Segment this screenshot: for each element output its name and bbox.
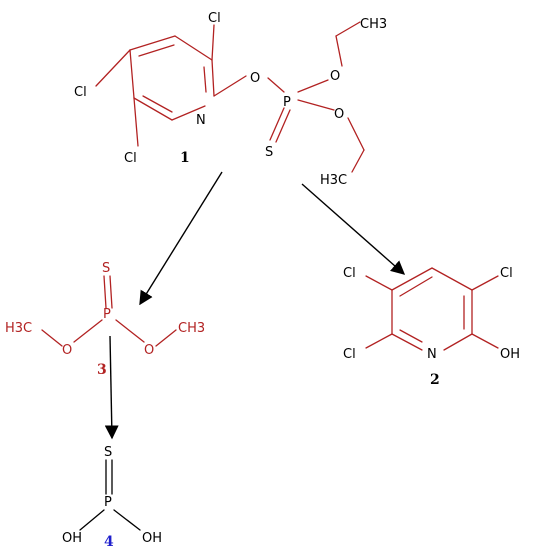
bond (391, 267, 433, 291)
bond (129, 35, 176, 51)
ch3-label: CH3 (360, 17, 387, 32)
compound-number: 4 (104, 534, 114, 550)
cl-label: Cl (343, 266, 356, 281)
cl-label: Cl (208, 11, 221, 26)
bond (471, 333, 499, 349)
h3c-label: H3C (320, 173, 347, 188)
cl-label: Cl (124, 151, 137, 166)
bond (138, 44, 175, 57)
p-label: P (283, 95, 291, 110)
cl-label: Cl (343, 347, 356, 362)
compound-number: 1 (180, 150, 190, 166)
o-label: O (330, 69, 340, 84)
o-label: O (250, 71, 260, 86)
bond (443, 333, 473, 351)
bond (129, 49, 135, 99)
bond (171, 105, 206, 121)
o-label: O (144, 343, 154, 358)
oh-label: OH (62, 531, 82, 546)
bond (115, 319, 145, 343)
bond (41, 329, 63, 347)
compound-number: 3 (97, 362, 107, 378)
h3c-label: H3C (5, 321, 32, 336)
n-label: N (427, 347, 437, 362)
bond (347, 117, 365, 151)
bond (351, 149, 365, 173)
cl-label: Cl (500, 266, 513, 281)
s-label: S (265, 145, 273, 160)
bond (399, 329, 423, 343)
bond (471, 275, 499, 291)
o-label: O (62, 343, 72, 358)
compound-3: S P O O H3C CH3 3 (5, 261, 205, 378)
n-label: N (196, 113, 206, 128)
bond (335, 35, 343, 67)
bond (109, 275, 113, 309)
bond (95, 49, 131, 87)
bond (391, 333, 423, 351)
bond (365, 275, 393, 291)
bond (79, 509, 105, 531)
compound-2: Cl Cl Cl N OH 2 (343, 266, 520, 388)
o-label: O (334, 107, 344, 122)
s-label: S (102, 261, 110, 276)
bond (211, 59, 215, 97)
bond (142, 95, 173, 113)
compound-4: S P OH OH 4 (62, 445, 162, 550)
bond (174, 35, 213, 61)
bond (335, 21, 361, 37)
cl-label: Cl (74, 85, 87, 100)
bond (267, 77, 285, 93)
compound-1: Cl Cl Cl N O P S O O CH3 H3C 1 (74, 11, 387, 188)
s-label: S (104, 445, 112, 460)
oh-label: OH (142, 531, 162, 546)
bond (213, 75, 247, 97)
bond (399, 276, 433, 297)
bond (155, 329, 177, 347)
bond (133, 97, 139, 147)
bond (269, 107, 285, 141)
arrow-to-compound-3 (139, 171, 223, 306)
bond (275, 109, 291, 143)
bond (431, 267, 473, 291)
arrow-to-compound-2 (301, 183, 406, 275)
oh-label: OH (500, 347, 520, 362)
ch3-label: CH3 (178, 321, 205, 336)
bond (297, 99, 335, 111)
bond (211, 24, 215, 61)
arrow-to-compound-4 (104, 335, 119, 440)
bond (103, 275, 107, 309)
p-label: P (103, 307, 111, 322)
bond (73, 319, 103, 343)
bond (133, 97, 173, 121)
bond (297, 79, 329, 93)
compound-number: 2 (430, 372, 440, 388)
bond (203, 66, 207, 93)
bond (113, 509, 141, 531)
bond (365, 333, 393, 349)
p-label: P (104, 495, 112, 510)
